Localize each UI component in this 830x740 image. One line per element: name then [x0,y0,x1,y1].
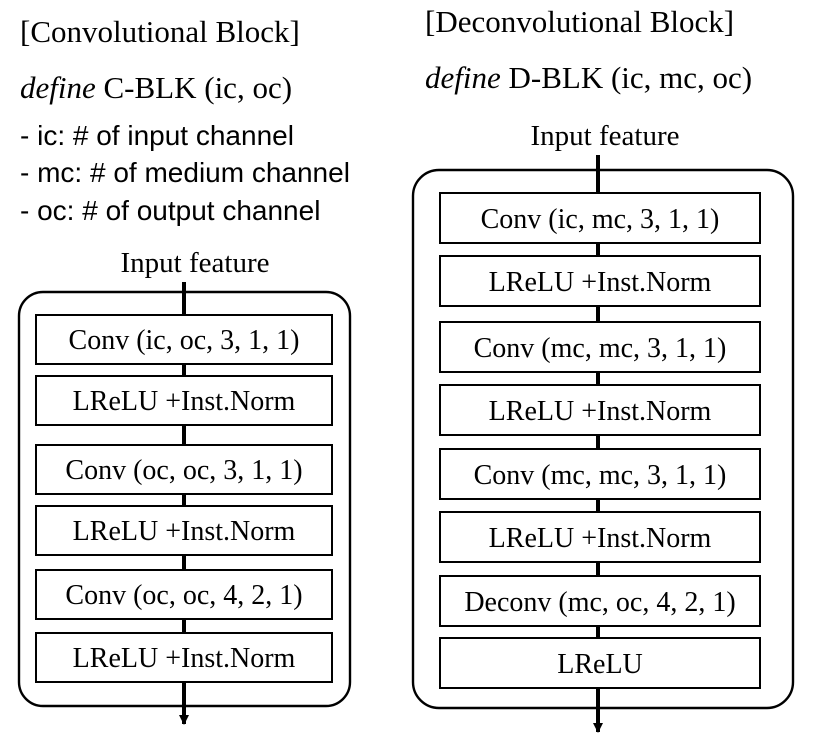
conv-layer-6-label: LReLU +Inst.Norm [73,643,296,674]
deconv-layer-3-label: Conv (mc, mc, 3, 1, 1) [474,333,727,364]
conv-block-frame [17,290,352,708]
conv-layer-1: Conv (ic, oc, 3, 1, 1) [35,314,333,365]
conv-layer-2-label: LReLU +Inst.Norm [73,386,296,417]
deconv-block: [Deconvolutional Block] define D-BLK (ic… [411,4,795,733]
deconv-block-frame [411,168,795,710]
conv-layer-1-label: Conv (ic, oc, 3, 1, 1) [69,325,300,356]
conv-block: [Convolutional Block] define C-BLK (ic, … [17,14,352,725]
deconv-layer-2: LReLU +Inst.Norm [439,255,761,307]
conv-block-input-label: Input feature [121,247,270,279]
conv-layer-5: Conv (oc, oc, 4, 2, 1) [35,569,333,620]
deconv-layer-1-label: Conv (ic, mc, 3, 1, 1) [481,204,720,235]
note-mc: - mc: # of medium channel [20,157,350,188]
deconv-layer-5-label: Conv (mc, mc, 3, 1, 1) [474,460,727,491]
deconv-block-definition: define D-BLK (ic, mc, oc) [425,60,752,95]
define-keyword: define [425,60,501,95]
deconv-layer-4-label: LReLU +Inst.Norm [489,396,712,427]
deconv-layer-6: LReLU +Inst.Norm [439,511,761,563]
conv-layer-3-label: Conv (oc, oc, 3, 1, 1) [65,455,302,486]
conv-layer-5-label: Conv (oc, oc, 4, 2, 1) [65,580,302,611]
deconv-layer-3: Conv (mc, mc, 3, 1, 1) [439,321,761,373]
conv-layer-3: Conv (oc, oc, 3, 1, 1) [35,444,333,495]
note-ic: - ic: # of input channel [20,120,294,151]
deconv-layer-6-label: LReLU +Inst.Norm [489,523,712,554]
deconv-layer-5: Conv (mc, mc, 3, 1, 1) [439,448,761,500]
conv-block-definition: define C-BLK (ic, oc) [20,70,292,105]
deconv-layer-4: LReLU +Inst.Norm [439,384,761,436]
note-oc: - oc: # of output channel [20,195,320,226]
deconv-layer-8-label: LReLU [557,649,643,680]
conv-block-signature: C-BLK (ic, oc) [104,70,293,105]
conv-layer-4: LReLU +Inst.Norm [35,505,333,556]
deconv-layer-2-label: LReLU +Inst.Norm [489,267,712,298]
deconv-block-input-label: Input feature [531,120,680,152]
deconv-block-title: [Deconvolutional Block] [425,4,734,39]
deconv-layer-7: Deconv (mc, oc, 4, 2, 1) [439,575,761,627]
conv-layer-4-label: LReLU +Inst.Norm [73,516,296,547]
deconv-block-signature: D-BLK (ic, mc, oc) [509,60,753,95]
define-keyword: define [20,70,96,105]
conv-layer-6: LReLU +Inst.Norm [35,632,333,683]
conv-block-title: [Convolutional Block] [20,14,300,49]
deconv-layer-7-label: Deconv (mc, oc, 4, 2, 1) [464,587,735,618]
deconv-layer-8: LReLU [439,637,761,689]
conv-layer-2: LReLU +Inst.Norm [35,375,333,426]
deconv-layer-1: Conv (ic, mc, 3, 1, 1) [439,192,761,244]
